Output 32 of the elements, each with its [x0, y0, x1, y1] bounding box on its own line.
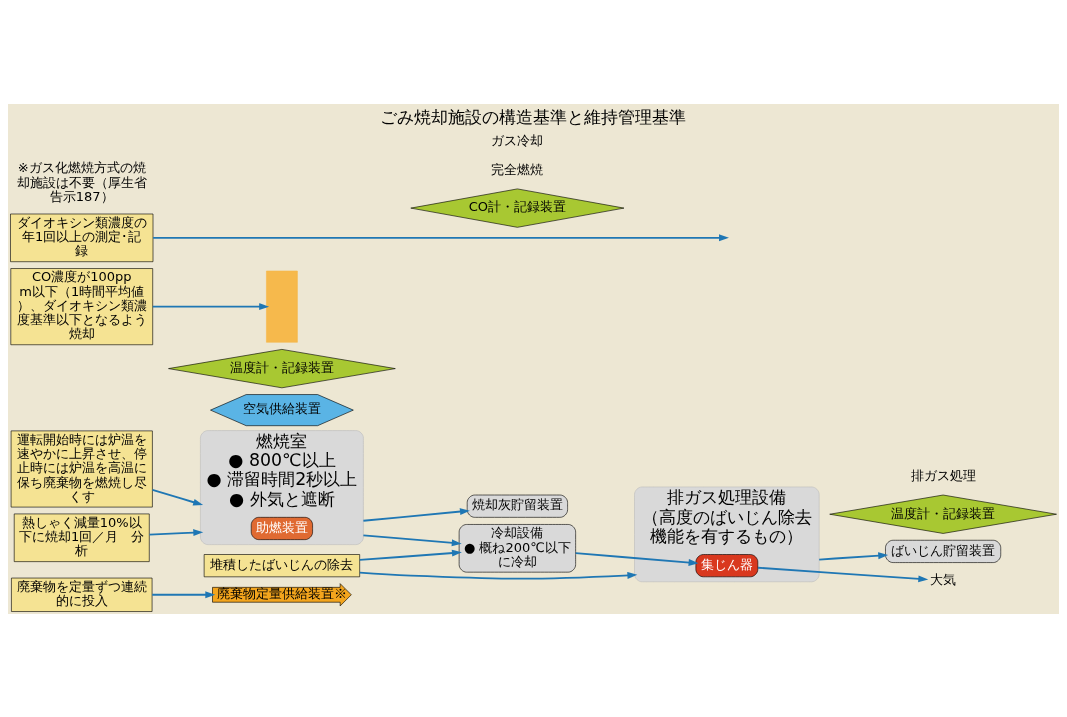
arrow: [818, 551, 889, 560]
arrow: [358, 549, 462, 561]
arrow: [757, 566, 929, 582]
node-box: CO濃度が100ppm以下（1時間平均値）、ダイオキシン類濃度基準以下となるよう焼却: [10, 267, 153, 345]
arrow: [574, 551, 699, 566]
arrow: [152, 233, 729, 241]
node-text: 大気: [930, 571, 957, 587]
node-box: 廃棄物を定量ずつ連続的に投入: [11, 577, 153, 612]
diagram-title: ごみ焼却施設の構造基準と維持管理基準: [380, 106, 687, 127]
node-box: 堆積したばいじんの除去: [203, 553, 360, 577]
node-box: 助燃装置: [250, 516, 313, 540]
arrow: [151, 302, 270, 310]
arrow: [148, 528, 204, 536]
node-diamond: 温度計・記録装置: [829, 494, 1057, 534]
label: 完全燃焼: [491, 161, 544, 177]
arrow: [362, 507, 470, 522]
node-box: 熱しゃく減量10%以下に焼却1回／月 分析: [13, 513, 150, 562]
arrow: [362, 533, 462, 546]
node-bar: [266, 270, 298, 343]
node-box: ばいじん貯留装置: [885, 539, 1002, 563]
node-box: 焼却灰貯留装置: [466, 494, 568, 518]
arrow: [151, 488, 204, 506]
node-box: ダイオキシン類濃度の年1回以上の測定･記録: [10, 213, 154, 262]
node-box: 運転開始時には炉温を速やかに上昇させ、停止時には炉温を高温に保ち廃棄物を燃焼し尽くす: [10, 430, 153, 507]
label: ガス冷却: [491, 132, 544, 148]
arrow: [358, 571, 638, 580]
label: 排ガス処理: [910, 467, 976, 483]
node-box: 冷却設備 ● 概ね200℃以下に冷却: [458, 523, 576, 572]
node-box: 集じん器: [695, 553, 759, 577]
node-diamond: 温度計・記録装置: [168, 348, 396, 388]
arrow: [151, 590, 216, 598]
node-diamond: CO計・記録装置: [410, 188, 625, 228]
